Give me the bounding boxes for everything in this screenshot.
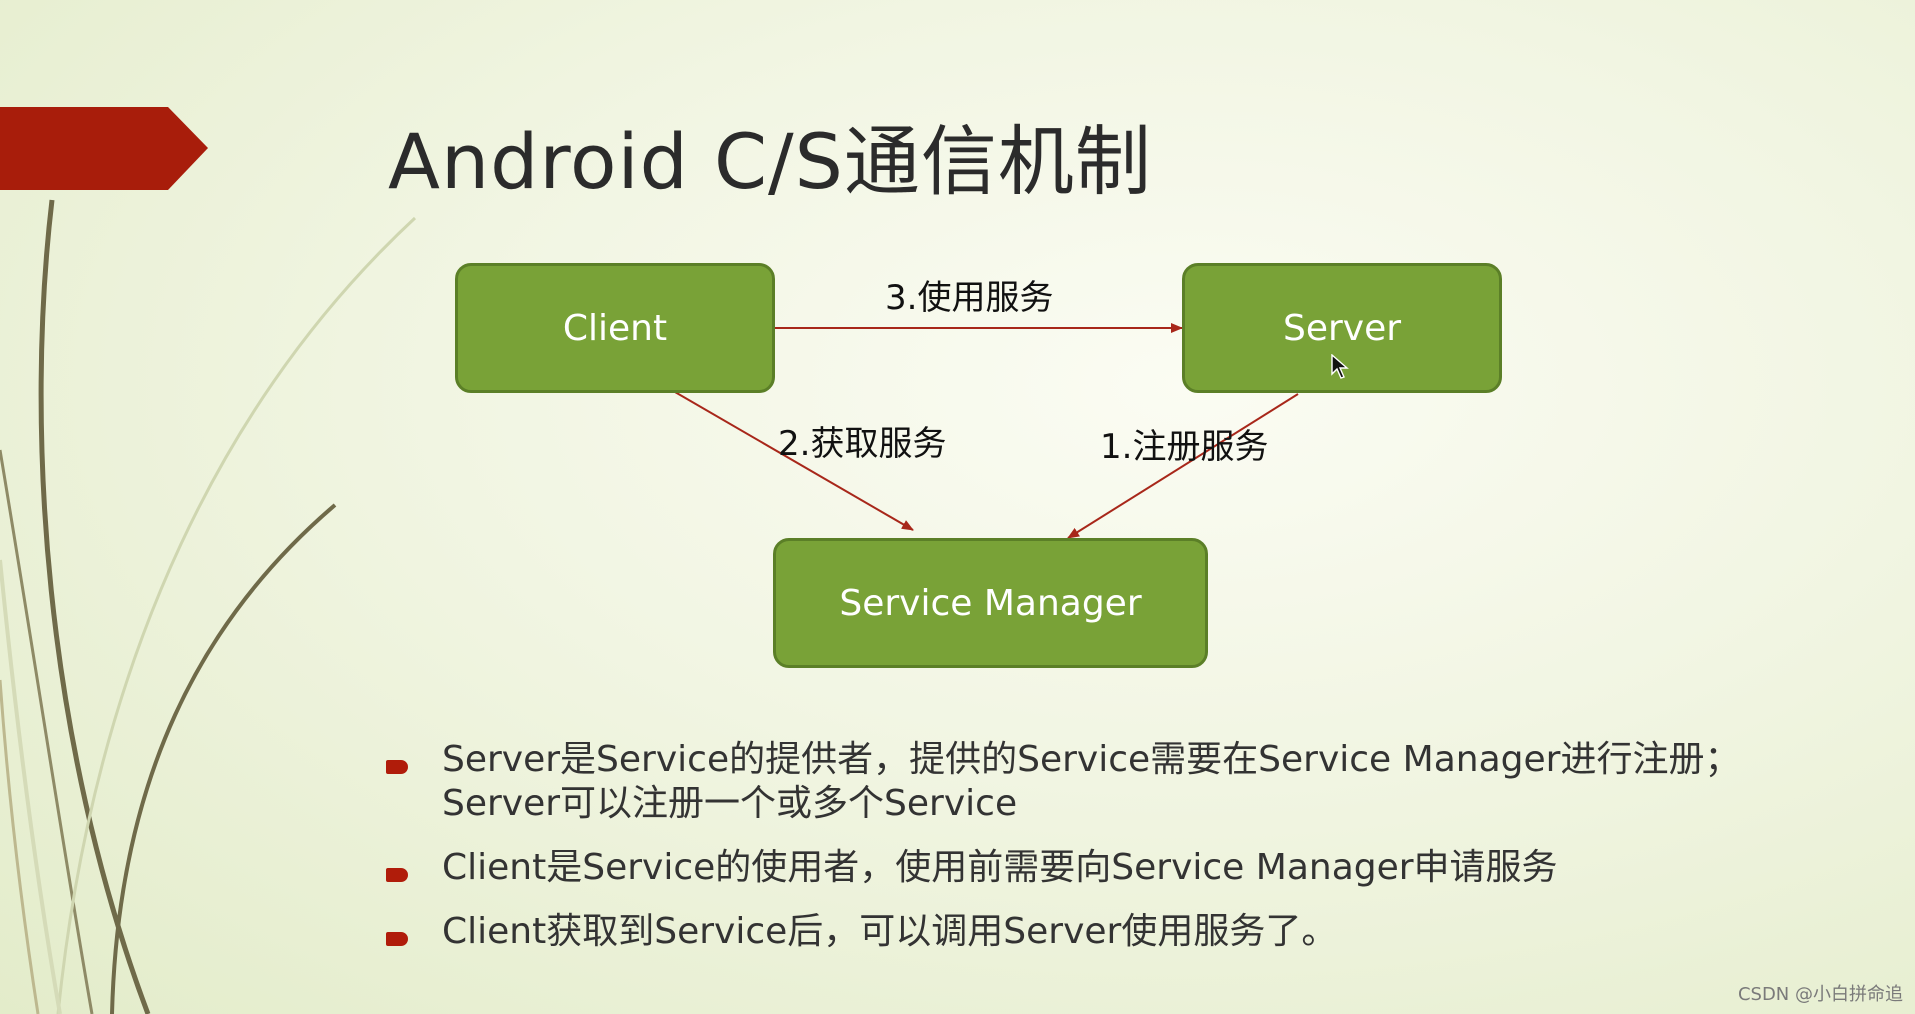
service-manager-node: Service Manager — [773, 538, 1208, 668]
deco-curve-2 — [110, 503, 337, 1014]
deco-curve-5 — [0, 559, 62, 1014]
bullet-item: Client是Service的使用者，使用前需要向Service Manager… — [386, 846, 1786, 890]
bullet-item: Client获取到Service后，可以调用Server使用服务了。 — [386, 910, 1786, 954]
deco-curve-3 — [0, 449, 94, 1014]
bullet-text-line: Server是Service的提供者，提供的Service需要在Service … — [442, 739, 1741, 780]
arrow-server-to-service-manager — [1067, 393, 1299, 539]
edge-label-use-service: 3.使用服务 — [885, 278, 1054, 318]
deco-curve-1 — [38, 199, 151, 1014]
client-node: Client — [455, 263, 775, 393]
bullet-text-line: Client是Service的使用者，使用前需要向Service Manager… — [442, 847, 1558, 888]
edge-label-get-service: 2.获取服务 — [778, 424, 947, 464]
bullet-marker-icon — [386, 932, 408, 946]
edge-label-register-service: 1.注册服务 — [1100, 427, 1269, 467]
bullet-text-line: Server可以注册一个或多个Service — [442, 783, 1018, 824]
bullet-text-line: Client获取到Service后，可以调用Server使用服务了。 — [442, 911, 1338, 952]
bullet-list: Server是Service的提供者，提供的Service需要在Service … — [386, 738, 1786, 974]
bullet-marker-icon — [386, 760, 408, 774]
watermark: CSDN @小白拼命追 — [1737, 984, 1903, 1005]
arrow-client-to-service-manager — [674, 391, 914, 531]
mouse-cursor-icon — [1331, 354, 1349, 379]
title-banner-shape — [0, 107, 208, 190]
deco-curve-6 — [0, 679, 40, 1014]
slide-title: Android C/S通信机制 — [388, 117, 1152, 206]
deco-curve-4 — [56, 216, 417, 1014]
bullet-marker-icon — [386, 868, 408, 882]
bullet-item: Server是Service的提供者，提供的Service需要在Service … — [386, 738, 1786, 826]
